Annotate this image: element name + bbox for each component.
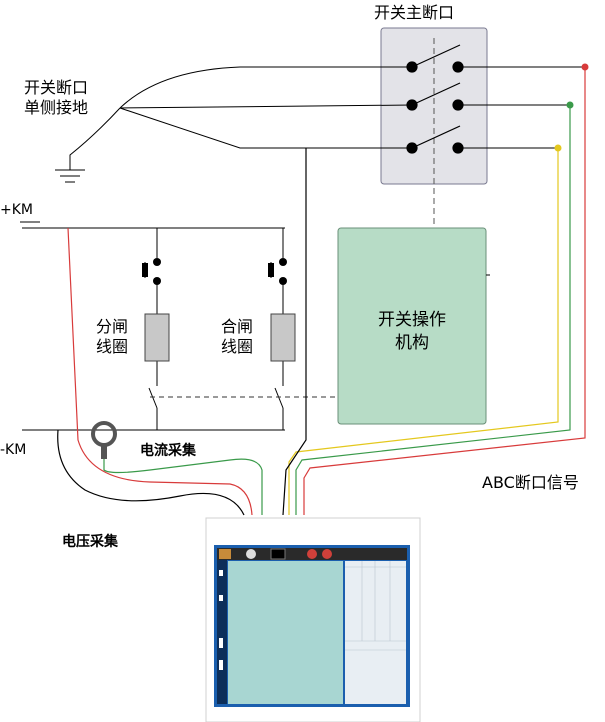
display-icon[interactable] <box>270 548 286 560</box>
ground-cable <box>282 148 307 516</box>
close-coil-label-line2: 线圈 <box>221 337 253 356</box>
data-table-grid <box>345 561 406 651</box>
voltage-acq-cable-red <box>67 227 253 516</box>
settings-icon[interactable] <box>246 549 256 559</box>
channel-marker <box>219 638 223 648</box>
trip-coil-label-line2: 线圈 <box>96 337 128 356</box>
current-acq-cable <box>103 458 263 515</box>
voltage-acq-label: 电压采集 <box>62 533 119 550</box>
channel-marker <box>219 595 223 601</box>
data-table <box>345 561 406 704</box>
operating-mechanism <box>337 227 487 425</box>
push-button-icon <box>142 258 287 285</box>
trip-coil <box>144 313 170 362</box>
current-clamp-icon <box>91 421 117 459</box>
close-coil <box>270 313 296 362</box>
ground-label-line1: 开关断口 <box>24 78 88 97</box>
folder-icon[interactable] <box>219 549 231 559</box>
zoom-in-icon[interactable] <box>307 549 317 559</box>
abc-signal-cables <box>288 67 586 515</box>
phase-lines <box>69 66 585 170</box>
mechanism-label-line1: 开关操作 <box>378 310 446 330</box>
mechanism-label-line2: 机构 <box>395 333 429 353</box>
plus-km-label: +KM <box>0 202 33 218</box>
screen-sidebar <box>217 560 227 704</box>
channel-marker <box>219 570 223 576</box>
minus-km-label: -KM <box>0 442 26 458</box>
voltage-acq-cable-black <box>57 429 245 516</box>
ground-icon <box>55 169 85 183</box>
waveform-plot[interactable] <box>228 561 343 704</box>
trip-coil-label-line1: 分闸 <box>96 317 128 336</box>
close-coil-label-line1: 合闸 <box>221 317 253 336</box>
main-break-label: 开关主断口 <box>374 3 454 22</box>
current-acq-label: 电流采集 <box>140 442 197 459</box>
channel-marker <box>219 660 223 670</box>
ground-label-line2: 单侧接地 <box>24 98 88 117</box>
zoom-out-icon[interactable] <box>322 549 332 559</box>
abc-signal-label: ABC断口信号 <box>482 473 579 492</box>
